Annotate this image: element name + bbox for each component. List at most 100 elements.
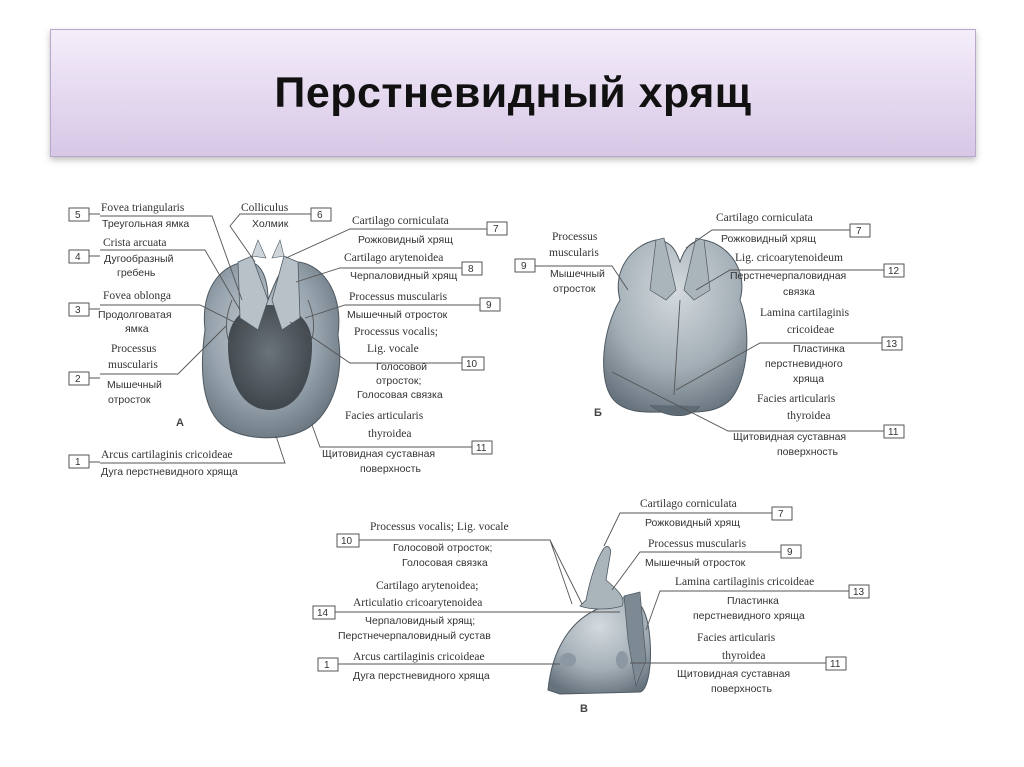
label-latin: Cartilago corniculata — [640, 498, 737, 510]
label-russian: Щитовидная суставная — [733, 431, 846, 443]
label-number: 1 — [324, 660, 330, 671]
label-number: 7 — [856, 226, 862, 237]
label-russian: Черпаловидный хрящ — [350, 270, 458, 282]
label-latin: Facies articularis — [697, 632, 776, 644]
label-number: 5 — [75, 210, 81, 221]
label-number: 4 — [75, 252, 81, 263]
label-number: 7 — [778, 509, 784, 520]
label-a-3: 3 Fovea oblonga Продолговатая ямка — [68, 290, 251, 335]
label-russian-line2: отросток — [553, 283, 596, 295]
label-russian: Мышечный отросток — [347, 309, 448, 321]
label-latin: Fovea triangularis — [101, 202, 185, 214]
label-russian-line2: отросток; — [376, 375, 421, 387]
label-number: 6 — [317, 210, 323, 221]
label-number: 7 — [493, 224, 499, 235]
label-number: 13 — [886, 339, 898, 350]
label-number: 11 — [830, 659, 841, 670]
label-latin: Facies articularis — [757, 393, 836, 405]
label-russian: Голосовой — [376, 361, 427, 373]
label-b-7: 7 Cartilago corniculata Рожковидный хрящ — [685, 212, 871, 249]
label-number: 10 — [466, 359, 478, 370]
label-russian: Щитовидная суставная — [322, 448, 435, 460]
label-russian: Дуга перстневидного хряща — [353, 670, 490, 682]
label-russian: Мышечный — [550, 268, 605, 280]
label-c-13: 13 Lamina cartilaginis cricoideae Пласти… — [645, 576, 870, 631]
label-number: 9 — [521, 261, 527, 272]
label-latin-line2: cricoideae — [787, 324, 834, 336]
label-a-6: 6 Colliculus Холмик — [229, 202, 332, 263]
label-c-7: 7 Cartilago corniculata Рожковидный хрящ — [603, 498, 793, 547]
label-latin: Arcus cartilaginis cricoideae — [101, 449, 233, 461]
label-russian: Пластинка — [793, 343, 845, 355]
label-latin: Lig. cricoarytenoideum — [735, 252, 843, 264]
label-latin-line2: thyroidea — [787, 410, 830, 422]
label-russian: Голосовой отросток; — [393, 542, 492, 554]
label-number: 9 — [486, 300, 492, 311]
label-russian: Дуга перстневидного хряща — [101, 466, 238, 478]
label-a-9: 9 Processus muscularis Мышечный отросток — [304, 291, 501, 321]
label-number: 12 — [888, 266, 900, 277]
label-latin-line2: muscularis — [108, 359, 158, 371]
label-latin: Fovea oblonga — [103, 290, 171, 302]
label-russian: Треугольная ямка — [102, 218, 189, 230]
label-number: 14 — [317, 608, 329, 619]
label-latin: Colliculus — [241, 202, 289, 214]
label-number: 10 — [341, 536, 353, 547]
label-a-10: 10 Processus vocalis; Lig. vocale Голосо… — [289, 321, 485, 401]
label-russian: Рожковидный хрящ — [721, 233, 816, 245]
label-russian-line2: перстневидного — [765, 358, 843, 370]
label-russian-line2: поверхность — [360, 463, 421, 475]
label-number: 2 — [75, 374, 81, 385]
label-latin: Lamina cartilaginis cricoideae — [675, 576, 814, 588]
label-latin: Facies articularis — [345, 410, 424, 422]
label-latin: Cartilago corniculata — [352, 215, 449, 227]
label-russian: Холмик — [252, 218, 289, 230]
label-number: 8 — [468, 264, 474, 275]
label-latin: Cartilago arytenoidea; — [376, 580, 479, 592]
label-latin: Processus muscularis — [349, 291, 448, 303]
title-banner: Перстневидный хрящ — [50, 29, 976, 157]
label-c-11: 11 Facies articularis thyroidea Щитовидн… — [630, 632, 847, 695]
label-c-10: 10 Processus vocalis; Lig. vocale Голосо… — [336, 521, 583, 605]
label-c-9: 9 Processus muscularis Мышечный отросток — [611, 538, 802, 591]
label-a-8: 8 Cartilago arytenoidea Черпаловидный хр… — [295, 252, 483, 283]
label-latin: Arcus cartilaginis cricoideae — [353, 651, 485, 663]
label-russian-line2: Перстнечерпаловидный сустав — [338, 630, 491, 642]
label-russian: Рожковидный хрящ — [358, 234, 453, 246]
label-latin-line2: thyroidea — [722, 650, 765, 662]
label-b-9: 9 Processus muscularis Мышечный отросток — [514, 231, 629, 295]
label-russian-line2: поверхность — [711, 683, 772, 695]
label-russian-line3: Голосовая связка — [357, 389, 443, 401]
label-latin-line2: Lig. vocale — [367, 343, 419, 355]
figure-a: А 5 Fovea triangularis Треугольная ямка … — [68, 202, 508, 478]
label-b-13: 13 Lamina cartilaginis cricoideae Пласти… — [675, 307, 903, 391]
label-latin: Lamina cartilaginis — [760, 307, 850, 319]
slide-title: Перстневидный хрящ — [274, 68, 752, 117]
label-russian-line3: хряща — [793, 373, 824, 385]
figure-b-letter: Б — [594, 407, 602, 419]
label-number: 3 — [75, 305, 81, 316]
label-russian: Рожковидный хрящ — [645, 517, 740, 529]
label-latin: Cartilago corniculata — [716, 212, 813, 224]
figure-c-letter: В — [580, 703, 588, 715]
label-russian-line2: поверхность — [777, 446, 838, 458]
figure-b: Б 7 Cartilago corniculata Рожковидный хр… — [514, 212, 905, 458]
label-a-11: 11 Facies articularis thyroidea Щитовидн… — [311, 410, 493, 475]
label-russian: Черпаловидный хрящ; — [365, 615, 475, 627]
label-latin: Processus vocalis; — [354, 326, 438, 338]
label-latin: Cartilago arytenoidea — [344, 252, 443, 264]
label-latin: Processus — [111, 343, 157, 355]
label-russian-line2: перстневидного хряща — [693, 610, 805, 622]
label-russian-line2: гребень — [117, 267, 156, 279]
label-latin-line2: thyroidea — [368, 428, 411, 440]
label-russian: Мышечный — [107, 379, 162, 391]
label-c-1: 1 Arcus cartilaginis cricoideae Дуга пер… — [317, 651, 560, 682]
label-number: 11 — [888, 427, 899, 438]
label-a-7: 7 Cartilago corniculata Рожковидный хрящ — [285, 215, 508, 259]
label-russian-line2: отросток — [108, 394, 151, 406]
label-russian-line2: ямка — [125, 323, 149, 335]
label-latin-line2: Articulatio cricoarytenoidea — [353, 597, 482, 609]
label-latin: Crista arcuata — [103, 237, 167, 249]
label-b-12: 12 Lig. cricoarytenoideum Перстнечерпало… — [695, 252, 905, 298]
